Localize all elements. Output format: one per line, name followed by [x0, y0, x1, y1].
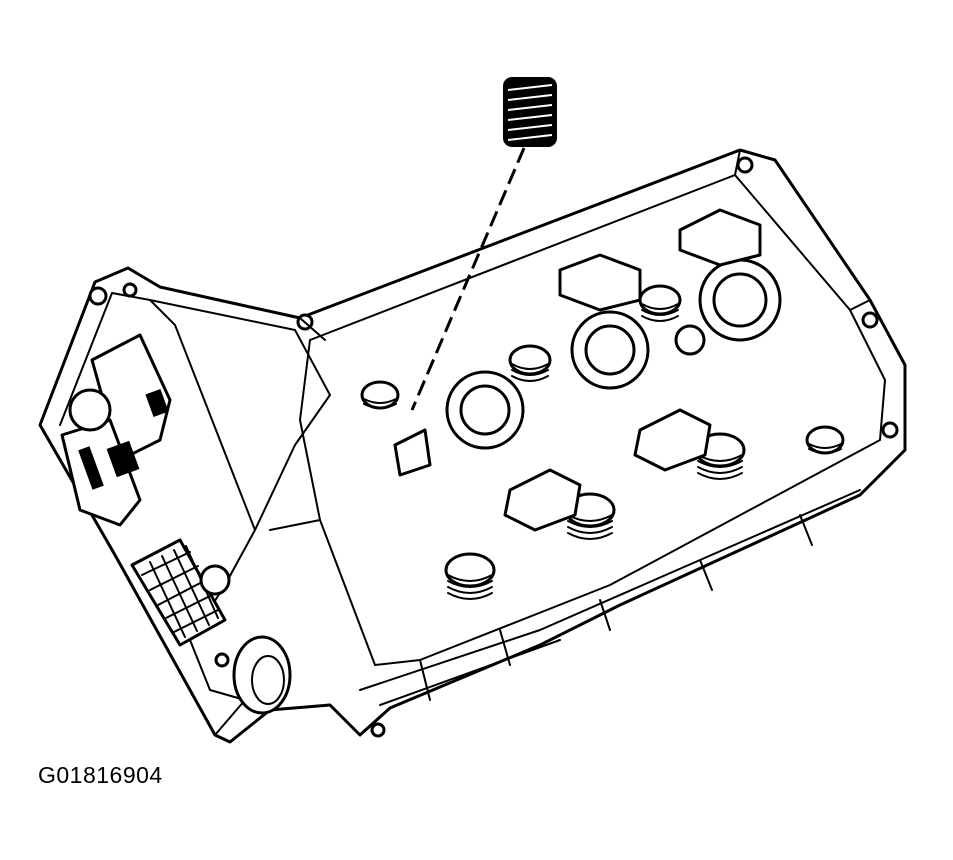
serial-block-upper — [145, 388, 169, 418]
serial-block-low — [78, 446, 104, 490]
end-port-lower-inner — [251, 655, 285, 705]
install-leader-line — [410, 147, 526, 411]
rocker-pads — [393, 208, 762, 532]
lower-ribs — [359, 489, 861, 706]
cam-journals — [445, 258, 782, 450]
loose-valve-spring — [503, 77, 557, 147]
end-port-upper — [68, 388, 112, 432]
valve-cover-rail — [299, 174, 886, 666]
connector-hatch — [130, 538, 227, 647]
end-face-inner — [149, 299, 331, 531]
end-port-mid — [199, 564, 231, 596]
figure-id-label: G01816904 — [38, 762, 163, 788]
rail-bolt-holes — [88, 156, 899, 738]
end-port-lower — [232, 635, 292, 715]
serial-block-mid — [106, 440, 140, 478]
cylinder-head-valve-spring-illustration — [38, 77, 907, 744]
rail-seams — [269, 149, 871, 531]
